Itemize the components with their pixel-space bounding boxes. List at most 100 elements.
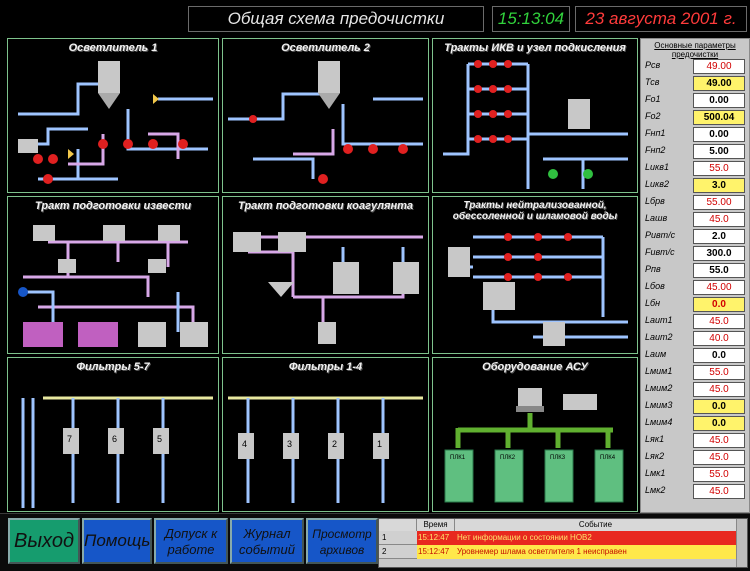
param-value: 0.0 (693, 297, 745, 312)
param-value: 45.0 (693, 484, 745, 499)
log-row-time: 15:12:47 (417, 531, 455, 545)
panel-title: Тракты ИКВ и узел подкисления (444, 42, 626, 54)
param-value: 45.0 (693, 212, 745, 227)
access-button[interactable]: Допуск к работе (154, 518, 228, 564)
clock-display: 15:13:04 (492, 6, 570, 32)
param-value: 500.04 (693, 110, 745, 125)
param-row: Lбн 0.0 (641, 296, 750, 313)
filter-label-2: 2 (332, 439, 338, 449)
log-time-header: Время (417, 519, 455, 531)
log-row-number: 2 (379, 545, 417, 559)
param-value: 45.0 (693, 450, 745, 465)
param-value: 5.00 (693, 144, 745, 159)
param-label: Fо2 (645, 111, 661, 121)
bottom-bar: Выход Помощь Допуск к работе Журнал собы… (0, 513, 750, 571)
panel-osvetlitel-2[interactable]: Осветлитель 2 (222, 38, 429, 193)
log-row-event: Уровнемер шлама осветлителя 1 неисправен (455, 545, 737, 559)
param-value: 45.0 (693, 382, 745, 397)
filter-label-4: 4 (242, 439, 248, 449)
param-row: Ривт/с 2.0 (641, 228, 750, 245)
screen-title: Общая схема предочистки (188, 6, 484, 32)
filter-label-7: 7 (67, 434, 73, 444)
plc-label-4: ПЛК4 (600, 455, 616, 461)
panel-neutr[interactable]: Тракты нейтрализованной, обессоленной и … (432, 196, 638, 354)
filter-label-1: 1 (377, 439, 383, 449)
param-label: Lбов (645, 281, 665, 291)
panel-filters-5-7[interactable]: Фильтры 5-7 7 6 5 (7, 357, 219, 512)
archive-button[interactable]: Просмотр архивов (306, 518, 378, 564)
param-value: 0.0 (693, 348, 745, 363)
param-value: 49.00 (693, 59, 745, 74)
param-value: 55.0 (693, 161, 745, 176)
plc-label-3: ПЛК3 (550, 455, 566, 461)
log-event-header: Событие (455, 519, 737, 531)
panel-filters-1-4[interactable]: Фильтры 1-4 4 3 2 1 (222, 357, 429, 512)
panel-asu[interactable]: Оборудование АСУ ПЛК1 ПЛК2 ПЛК3 ПЛК4 (432, 357, 638, 512)
param-value: 49.00 (693, 76, 745, 91)
panel-title: Тракт подготовки коагулянта (238, 200, 413, 212)
param-label: Fнп1 (645, 128, 666, 138)
neutral-water-diagram (448, 233, 628, 346)
log-scrollbar[interactable] (736, 519, 747, 567)
param-label: Lмим1 (645, 366, 673, 376)
help-button[interactable]: Помощь (82, 518, 152, 564)
header-bar: Общая схема предочистки 15:13:04 23 авгу… (0, 0, 750, 36)
lime-diagram (18, 225, 208, 347)
panel-title: Тракт подготовки извести (34, 200, 192, 212)
param-value: 3.0 (693, 178, 745, 193)
param-value: 55.0 (693, 467, 745, 482)
exit-button[interactable]: Выход (8, 518, 80, 564)
param-value: 300.0 (693, 246, 745, 261)
plc-label-2: ПЛК2 (500, 455, 516, 461)
journal-button[interactable]: Журнал событий (230, 518, 304, 564)
param-value: 40.0 (693, 331, 745, 346)
param-label: Fнп2 (645, 145, 666, 155)
param-label: Fивт/с (645, 247, 675, 257)
param-value: 55.0 (693, 365, 745, 380)
param-label: Lаит1 (645, 315, 673, 325)
panel-osvetlitel-1[interactable]: Осветлитель 1 (7, 38, 219, 193)
param-label: Lмим3 (645, 400, 673, 410)
clarifier-1-diagram (18, 61, 213, 184)
panel-title: Осветлитель 1 (68, 42, 158, 54)
panel-ikv[interactable]: Тракты ИКВ и узел подкисления (432, 38, 638, 193)
panel-title: Фильтры 5-7 (76, 361, 150, 373)
param-label: Lмим4 (645, 417, 673, 427)
param-row: Fнп2 5.00 (641, 143, 750, 160)
panel-title: Фильтры 1-4 (288, 361, 363, 373)
plc-label-1: ПЛК1 (450, 455, 466, 461)
param-value: 45.00 (693, 280, 745, 295)
param-row: Fо2 500.04 (641, 109, 750, 126)
panel-title: Оборудование АСУ (482, 361, 588, 373)
log-row-time: 15:12:47 (417, 545, 455, 559)
param-label: Рпв (645, 264, 661, 274)
param-label: Lашв (645, 213, 668, 223)
param-row: Fивт/с 300.0 (641, 245, 750, 262)
param-row: Lашв 45.0 (641, 211, 750, 228)
param-row: Lбов 45.00 (641, 279, 750, 296)
panel-izvest[interactable]: Тракт подготовки извести (7, 196, 219, 354)
panel-koagulyant[interactable]: Тракт подготовки коагулянта (222, 196, 429, 354)
param-value: 2.0 (693, 229, 745, 244)
param-label: Тсв (645, 77, 660, 87)
param-label: Lбн (645, 298, 661, 308)
param-label: Fо1 (645, 94, 661, 104)
log-row-number: 1 (379, 531, 417, 545)
clarifier-2-diagram (228, 61, 423, 184)
param-label: Ривт/с (645, 230, 676, 240)
param-label: Lаим (645, 349, 667, 359)
